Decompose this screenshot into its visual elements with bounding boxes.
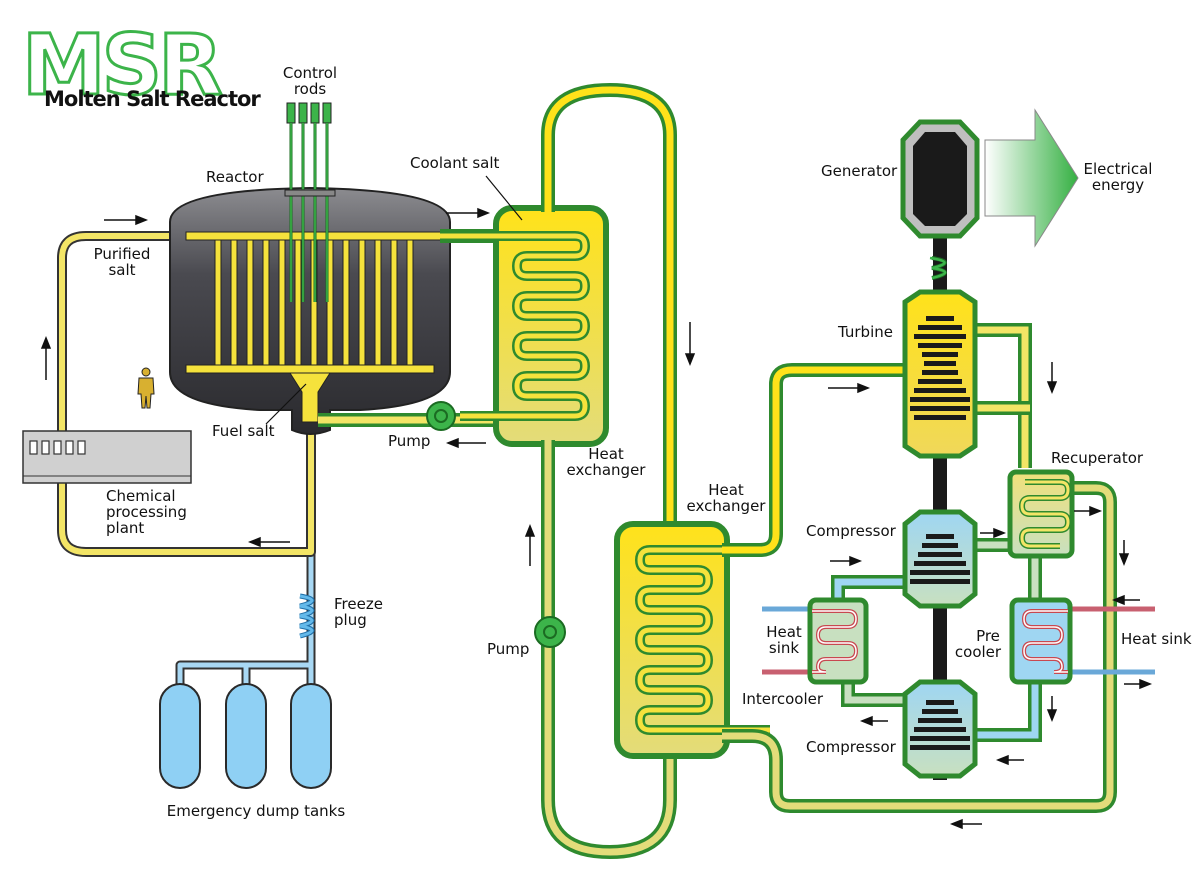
primary-pump: [426, 401, 456, 431]
flow-arrow: [859, 715, 888, 727]
label-heat-sink-left-1: Heat: [766, 623, 802, 641]
flow-arrow: [40, 335, 52, 380]
flow-arrow: [828, 382, 871, 394]
turbine: [902, 289, 978, 459]
fuel-salt-leader: [265, 383, 307, 425]
label-compressor-upper: Compressor: [806, 522, 897, 540]
flow-arrow: [445, 437, 486, 449]
label-freeze-plug-2: plug: [334, 611, 367, 629]
label-electrical-energy-2: energy: [1092, 176, 1144, 194]
label-dump-tanks: Emergency dump tanks: [167, 802, 346, 820]
label-control-rods-1: Control: [283, 64, 337, 82]
label-hx-secondary-2: exchanger: [687, 497, 767, 515]
flow-arrow: [1046, 362, 1058, 395]
label-freeze-plug-1: Freeze: [334, 595, 383, 613]
recuperator: [1007, 469, 1075, 559]
flow-arrow: [1074, 505, 1103, 517]
label-compressor-lower: Compressor: [806, 738, 897, 756]
turbine-blades: [910, 316, 970, 420]
logo-subtitle: Molten Salt Reactor: [44, 87, 261, 111]
label-hx-secondary-1: Heat: [708, 481, 744, 499]
reactor: [137, 102, 453, 435]
coolant-salt-leader: [485, 175, 523, 221]
label-chemical-3: plant: [106, 519, 144, 537]
purification-loop: [22, 231, 316, 557]
dump-tank-3: [290, 683, 332, 789]
label-chemical-2: processing: [106, 503, 187, 521]
heat-exchanger-primary: [440, 205, 609, 447]
flow-arrow: [980, 527, 1007, 539]
plant-windows: [29, 440, 86, 455]
label-intercooler: Intercooler: [742, 690, 824, 708]
label-pre-cooler-1: Pre: [976, 627, 1000, 645]
intercooler: [762, 597, 869, 685]
flow-arrow: [1046, 696, 1058, 723]
label-recuperator: Recuperator: [1051, 449, 1144, 467]
label-hx-primary-2: exchanger: [567, 461, 647, 479]
flow-arrow: [446, 207, 491, 219]
label-purified-salt-2: salt: [108, 261, 135, 279]
coolant-loop: [534, 82, 677, 860]
chemical-processing-plant: [22, 430, 192, 484]
freeze-plug: [299, 593, 315, 639]
label-coolant-salt: Coolant salt: [410, 154, 500, 172]
labels: Control rods Reactor Purified salt Fuel …: [94, 64, 1192, 820]
flow-arrow: [104, 214, 149, 226]
label-control-rods-2: rods: [294, 80, 327, 98]
flow-arrow: [524, 523, 536, 566]
pre-cooler: [1009, 597, 1155, 685]
flow-arrow: [1118, 540, 1130, 567]
flow-arrow: [949, 818, 982, 830]
rotation-arrow-icon: [929, 256, 947, 280]
compressor-upper: [902, 509, 978, 609]
person-figure: [137, 367, 155, 409]
generator: [900, 119, 980, 280]
label-chemical-1: Chemical: [106, 487, 176, 505]
label-purified-salt-1: Purified: [94, 245, 151, 263]
dump-tank-1: [159, 683, 201, 789]
flow-arrow: [1111, 594, 1140, 606]
electrical-energy-arrow: [984, 108, 1079, 248]
secondary-pump: [534, 616, 566, 648]
label-heat-sink-left-2: sink: [769, 639, 799, 657]
logo: MSR Molten Salt Reactor: [21, 15, 263, 116]
label-pump-secondary: Pump: [487, 640, 529, 658]
logo-abbreviation: MSR: [22, 16, 221, 114]
label-electrical-energy-1: Electrical: [1084, 160, 1153, 178]
flow-arrow: [830, 555, 863, 567]
compressor-lower: [902, 679, 978, 779]
flow-arrow: [1124, 678, 1153, 690]
control-rods: [284, 102, 336, 302]
flow-arrow: [684, 322, 696, 367]
label-generator: Generator: [821, 162, 898, 180]
label-hx-primary-1: Heat: [588, 445, 624, 463]
label-pump-primary: Pump: [388, 432, 430, 450]
flow-arrows: [40, 207, 1153, 830]
flow-arrow: [247, 536, 290, 548]
label-pre-cooler-2: cooler: [955, 643, 1002, 661]
label-heat-sink-right: Heat sink: [1121, 630, 1192, 648]
label-reactor: Reactor: [206, 168, 264, 186]
heat-exchanger-secondary: [614, 521, 770, 759]
label-turbine: Turbine: [837, 323, 893, 341]
gas-cycle-piping: [722, 323, 1117, 813]
dump-tank-2: [225, 683, 267, 789]
label-fuel-salt: Fuel salt: [212, 422, 275, 440]
flow-arrow: [995, 754, 1024, 766]
